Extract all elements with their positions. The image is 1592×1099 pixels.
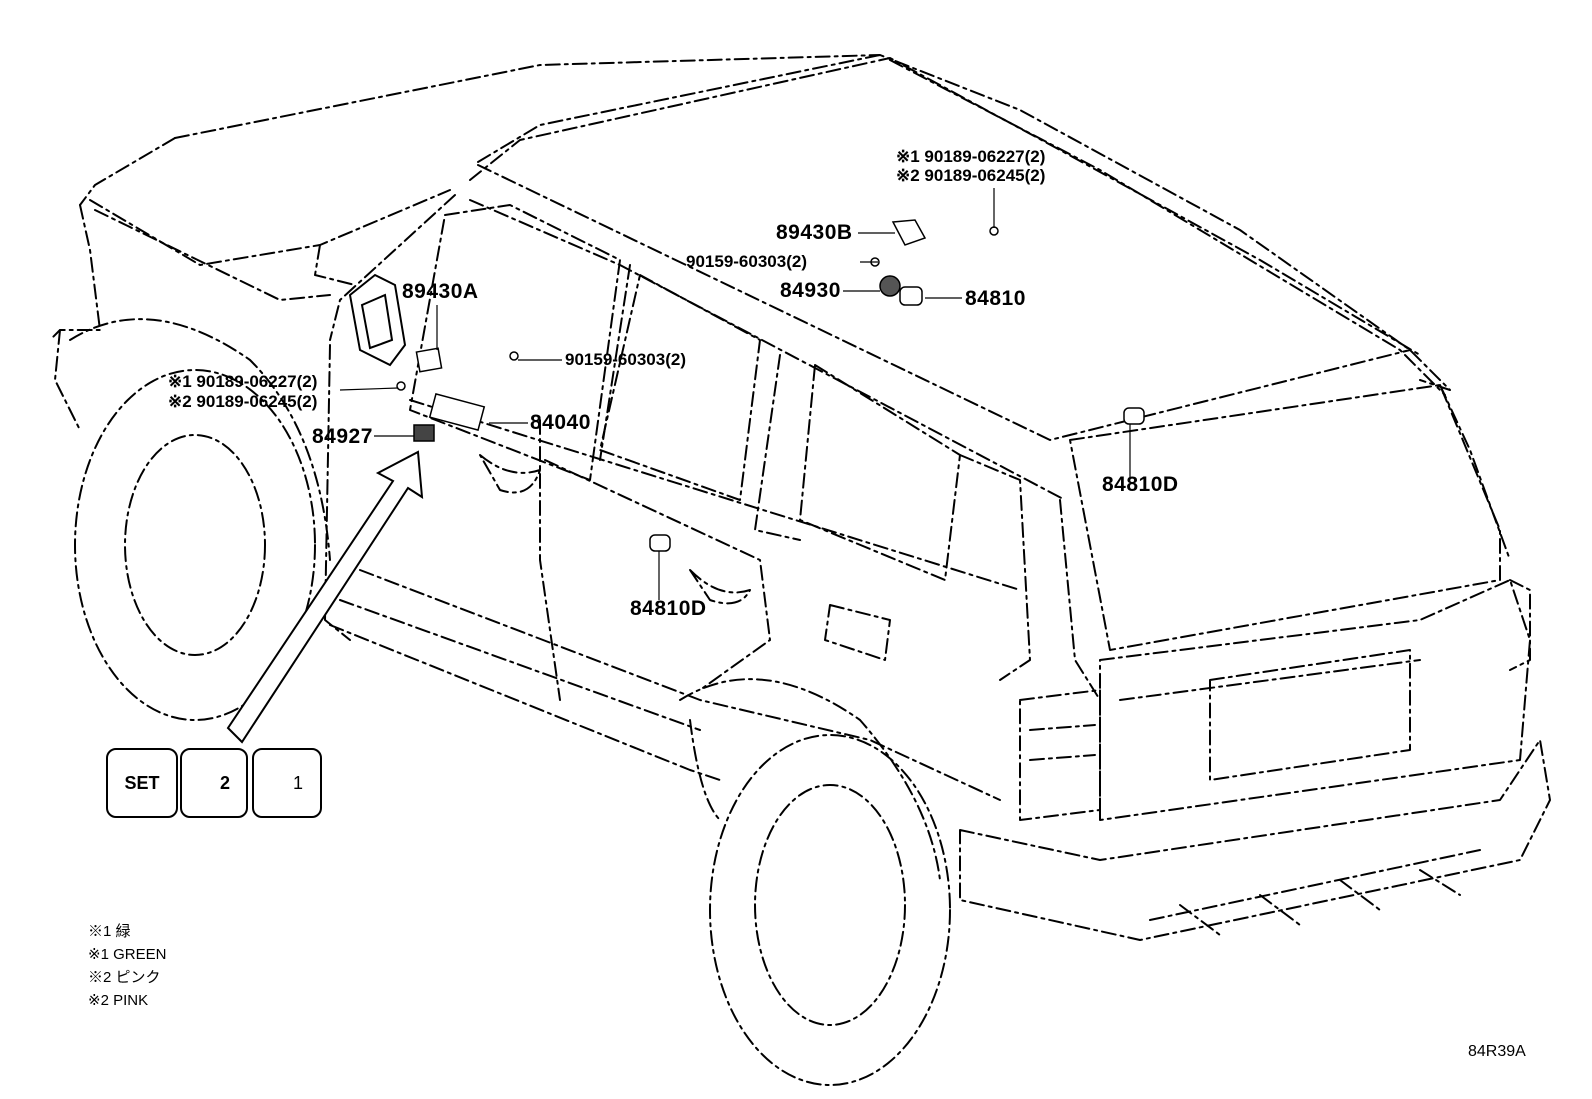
diagram-code: 84R39A	[1468, 1043, 1526, 1060]
label-89430A: 89430A	[402, 280, 479, 303]
part-89430A-icon	[415, 347, 443, 373]
part-84810D-door-icon	[649, 534, 671, 552]
front-rim	[124, 434, 266, 656]
label-clip-top-1: ※1 90189-06227(2)	[896, 147, 1046, 166]
label-bolt-right: 90159-60303(2)	[565, 350, 686, 369]
rear-side-window	[799, 364, 961, 581]
label-clip-top-2: ※2 90189-06245(2)	[896, 166, 1046, 185]
memory-1-label: 1	[292, 772, 303, 793]
rear-glass	[1069, 384, 1501, 651]
rear-tire	[709, 734, 951, 1086]
part-89430B-icon	[891, 219, 927, 246]
rear-rim	[754, 784, 906, 1026]
part-84930-icon	[879, 275, 901, 297]
callout-arrow	[226, 450, 424, 744]
legend-line-3: ※2 ピンク	[88, 969, 161, 986]
license-plate	[1209, 649, 1411, 781]
rear-bumper	[959, 739, 1551, 941]
label-clip-left-1: ※1 90189-06227(2)	[168, 372, 318, 391]
part-84927-icon	[413, 424, 435, 442]
label-84810: 84810	[965, 287, 1026, 310]
label-84927: 84927	[312, 425, 373, 448]
rear-window	[599, 274, 761, 501]
label-84810D-door: 84810D	[630, 597, 707, 620]
label-84810D-roof: 84810D	[1102, 473, 1179, 496]
label-84930: 84930	[780, 279, 841, 302]
legend-line-4: ※2 PINK	[88, 992, 149, 1009]
label-clip-left-2: ※2 90189-06245(2)	[168, 392, 318, 411]
label-bolt-top: 90159-60303(2)	[686, 252, 807, 271]
memory-2-button: 2	[180, 748, 248, 818]
memory-1-button: 1	[252, 748, 322, 818]
front-tire	[74, 369, 316, 721]
roof-outline	[174, 54, 1451, 391]
legend-line-2: ※1 GREEN	[88, 946, 167, 963]
memory-2-label: 2	[219, 772, 230, 793]
clip-icon	[989, 226, 999, 236]
front-window	[409, 204, 621, 481]
part-84810-icon	[899, 286, 923, 306]
rear-wheel-arch	[679, 678, 941, 881]
set-button: SET	[106, 748, 178, 818]
clip-icon	[396, 381, 406, 391]
bolt-icon	[509, 351, 519, 361]
front-wheel-arch	[69, 318, 331, 561]
memory-switch-panel: SET 2 1	[106, 748, 322, 818]
side-mirror	[348, 273, 407, 367]
tail-light	[1019, 689, 1101, 821]
legend-line-1: ※1 緑	[88, 923, 131, 940]
part-84040-icon	[428, 393, 486, 431]
part-84810D-roof-icon	[1123, 407, 1145, 425]
label-84040: 84040	[530, 411, 591, 434]
label-89430B: 89430B	[776, 221, 853, 244]
